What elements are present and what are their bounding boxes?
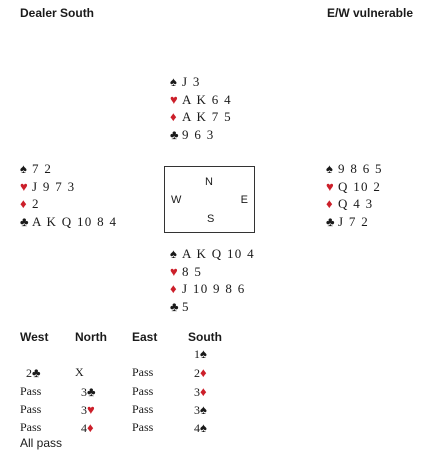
- south-hand: ♠A K Q 10 4♥8 5♦J 10 9 8 6♣5: [170, 245, 255, 315]
- bid-level: 1: [194, 347, 200, 361]
- south-spade-row: ♠ A K Q 10 4: [170, 245, 255, 263]
- east-heart-cards: Q 10 2: [338, 178, 382, 194]
- north-spade-row: ♠ J 3: [170, 73, 232, 91]
- spade-icon: ♠: [200, 420, 207, 435]
- diamond-icon: ♦: [170, 281, 177, 296]
- bid-level: 3: [81, 385, 87, 399]
- west-club-row: ♣A K Q 10 8 4: [20, 213, 117, 231]
- auction-bid: X: [75, 365, 84, 379]
- auction-bid: 2♣: [26, 365, 41, 381]
- auction-bid: 2♦: [194, 365, 207, 381]
- diamond-icon: ♦: [20, 196, 27, 211]
- diamond-icon: ♦: [170, 109, 177, 124]
- auction-header-south: South: [188, 330, 222, 344]
- west-spade-row: ♠ 7 2: [20, 160, 117, 178]
- heart-icon: ♥: [87, 402, 95, 417]
- vulnerability-label: E/W vulnerable: [327, 6, 414, 20]
- auction-bid: 3♠: [194, 402, 207, 418]
- south-spade-cards: A K Q 10 4: [182, 246, 255, 261]
- spade-icon: ♠: [200, 346, 207, 361]
- compass-west: W: [171, 194, 182, 206]
- south-diamond-row: ♦ J 10 9 8 6: [170, 280, 255, 298]
- north-diamond-row: ♦ A K 7 5: [170, 108, 232, 126]
- west-heart-row: ♥J 9 7 3: [20, 178, 117, 196]
- auction-header-north: North: [75, 330, 107, 344]
- auction-bid: 4♠: [194, 420, 207, 436]
- club-icon: ♣: [32, 365, 41, 380]
- auction-bid: 3♥: [81, 402, 95, 418]
- bid-level: 3: [81, 403, 87, 417]
- dealer-label: Dealer South: [20, 6, 95, 20]
- south-heart-row: ♥8 5: [170, 263, 255, 281]
- auction-bid: 3♦: [194, 384, 207, 400]
- heart-icon: ♥: [326, 178, 334, 194]
- south-heart-cards: 8 5: [182, 263, 203, 279]
- club-icon: ♣: [20, 213, 29, 229]
- west-spade-cards: 7 2: [32, 161, 53, 176]
- auction-header-west: West: [20, 330, 49, 344]
- north-heart-cards: A K 6 4: [182, 91, 232, 107]
- heart-icon: ♥: [170, 91, 178, 107]
- spade-icon: ♠: [170, 246, 177, 261]
- north-diamond-cards: A K 7 5: [182, 109, 232, 124]
- bid-level: 3: [194, 385, 200, 399]
- auction-bid: Pass: [20, 402, 42, 416]
- club-icon: ♣: [87, 384, 96, 399]
- auction-final: All pass: [20, 436, 63, 450]
- west-club-cards: A K Q 10 8 4: [32, 213, 118, 229]
- east-hand: ♠9 8 6 5♥Q 10 2♦Q 4 3♣J 7 2: [326, 160, 383, 230]
- compass-south: S: [207, 213, 215, 225]
- west-diamond-row: ♦2: [20, 195, 117, 213]
- club-icon: ♣: [326, 213, 335, 229]
- compass-box: N W E S: [164, 166, 255, 233]
- east-club-cards: J 7 2: [338, 213, 370, 229]
- spade-icon: ♠: [170, 74, 177, 89]
- heart-icon: ♥: [170, 263, 178, 279]
- diamond-icon: ♦: [326, 196, 333, 211]
- east-diamond-row: ♦ Q 4 3: [326, 195, 383, 213]
- east-club-row: ♣J 7 2: [326, 213, 383, 231]
- auction-header-east: East: [132, 330, 158, 344]
- north-heart-row: ♥A K 6 4: [170, 91, 232, 109]
- north-club-row: ♣9 6 3: [170, 126, 232, 144]
- spade-icon: ♠: [200, 402, 207, 417]
- compass-east: E: [240, 194, 248, 206]
- east-diamond-cards: Q 4 3: [338, 196, 374, 211]
- auction-bid: 4♦: [81, 420, 94, 436]
- spade-icon: ♠: [20, 161, 27, 176]
- auction-bid: 3♣: [81, 384, 96, 400]
- club-icon: ♣: [170, 126, 179, 142]
- auction-bid: Pass: [132, 365, 154, 379]
- auction-bid: Pass: [132, 384, 154, 398]
- auction-bid: 1♠: [194, 346, 207, 362]
- west-diamond-cards: 2: [32, 196, 40, 211]
- bid-level: 3: [194, 403, 200, 417]
- west-heart-cards: J 9 7 3: [32, 178, 76, 194]
- auction-bid: Pass: [20, 420, 42, 434]
- west-hand: ♠7 2♥J 9 7 3♦2♣A K Q 10 8 4: [20, 160, 117, 230]
- bid-level: 2: [194, 366, 200, 380]
- east-heart-row: ♥Q 10 2: [326, 178, 383, 196]
- bid-level: 4: [194, 421, 200, 435]
- north-hand: ♠J 3♥A K 6 4♦A K 7 5♣9 6 3: [170, 73, 232, 143]
- east-spade-cards: 9 8 6 5: [338, 161, 383, 176]
- diamond-icon: ♦: [200, 365, 207, 380]
- north-club-cards: 9 6 3: [182, 126, 215, 142]
- south-club-cards: 5: [182, 298, 190, 314]
- club-icon: ♣: [170, 298, 179, 314]
- heart-icon: ♥: [20, 178, 28, 194]
- auction-bid: Pass: [20, 384, 42, 398]
- south-diamond-cards: J 10 9 8 6: [182, 281, 246, 296]
- bid-level: 2: [26, 366, 32, 380]
- spade-icon: ♠: [326, 161, 333, 176]
- diamond-icon: ♦: [200, 384, 207, 399]
- east-spade-row: ♠ 9 8 6 5: [326, 160, 383, 178]
- bid-level: 4: [81, 421, 87, 435]
- south-club-row: ♣5: [170, 298, 255, 316]
- auction-bid: Pass: [132, 402, 154, 416]
- compass-north: N: [205, 176, 213, 188]
- auction-bid: Pass: [132, 420, 154, 434]
- north-spade-cards: J 3: [182, 74, 201, 89]
- diamond-icon: ♦: [87, 420, 94, 435]
